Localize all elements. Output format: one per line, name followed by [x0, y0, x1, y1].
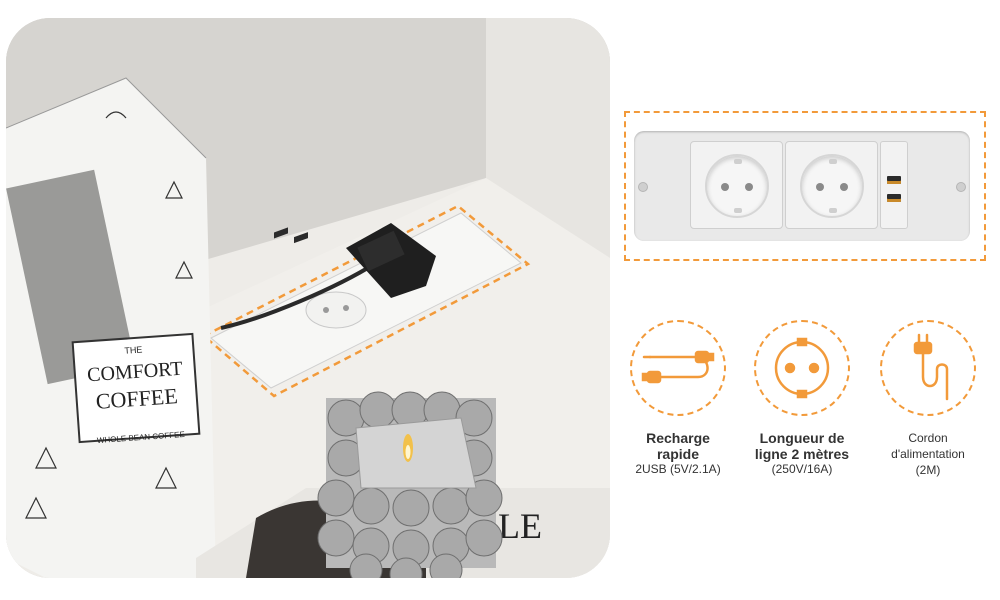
feature-icon-ring — [880, 320, 976, 416]
feature-power-cord: Cordon d'alimentation (2M) — [878, 320, 978, 478]
candle-holder — [317, 391, 503, 578]
feature-icon-ring — [754, 320, 850, 416]
feature-fast-charge: Recharge rapide 2USB (5V/2.1A) — [628, 320, 728, 477]
plug-socket-icon — [774, 337, 830, 399]
bag-brand-top: THE — [124, 344, 143, 355]
socket-plate — [690, 141, 783, 229]
feature-icon-ring — [630, 320, 726, 416]
plug — [220, 223, 436, 330]
schuko-socket-icon — [800, 154, 864, 218]
desk-socket-strip — [201, 204, 531, 398]
feature-title: Longueur de ligne 2 mètres — [754, 430, 850, 462]
desk-scene: THE COMFORT COFFEE WHOLE BEAN COFFEE ELE — [6, 18, 610, 578]
product-detail-frame — [624, 111, 986, 261]
product-photo: THE COMFORT COFFEE WHOLE BEAN COFFEE ELE — [6, 18, 610, 578]
coffee-bag: THE COMFORT COFFEE WHOLE BEAN COFFEE — [6, 77, 216, 578]
usb-cable-icon — [641, 350, 715, 384]
socket-panel — [634, 131, 970, 241]
schuko-socket-icon — [705, 154, 769, 218]
feature-subtitle: Cordon d'alimentation (2M) — [891, 431, 965, 477]
power-cord-icon — [913, 333, 949, 401]
screw-icon — [956, 182, 966, 192]
bag-brand-line2: COFFEE — [95, 383, 178, 414]
feature-subtitle: (250V/16A) — [771, 462, 833, 476]
feature-subtitle: 2USB (5V/2.1A) — [635, 462, 721, 476]
feature-cable-length: Longueur de ligne 2 mètres (250V/16A) — [752, 320, 852, 477]
usb-port-icon — [887, 194, 901, 202]
feature-title: Recharge rapide — [646, 430, 710, 462]
screw-icon — [638, 182, 648, 192]
socket-plate — [785, 141, 878, 229]
usb-ports — [880, 141, 908, 229]
usb-port-icon — [887, 176, 901, 184]
